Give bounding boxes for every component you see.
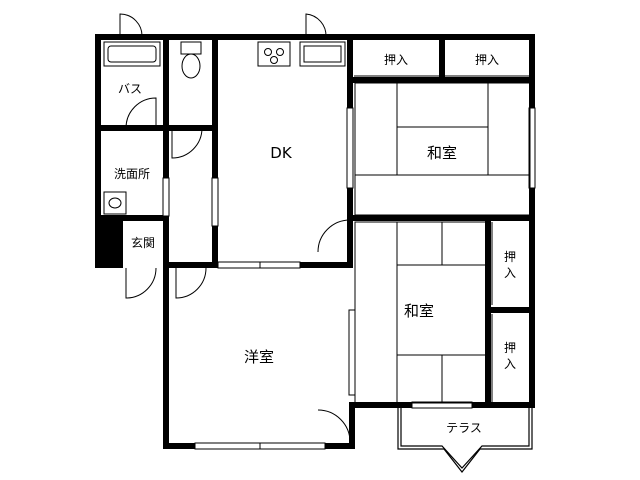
tatami-lines (354, 75, 531, 404)
windows (162, 107, 536, 450)
entrance-step (95, 218, 123, 268)
toilet-icon (180, 41, 202, 79)
room-label-japanese-top: 和室 (427, 144, 457, 162)
room-label-dk: DK (270, 144, 293, 162)
closet-label-right-lower-2: 入 (504, 357, 516, 371)
room-label-western: 洋室 (244, 348, 274, 366)
closet-label-top-right: 押入 (475, 53, 499, 67)
washbasin-icon (103, 191, 127, 215)
walls (95, 34, 535, 449)
terrace-outline (352, 404, 533, 473)
fixtures (103, 41, 346, 215)
closet-label-right-upper-1: 押 (504, 250, 516, 264)
room-label-entrance: 玄関 (131, 235, 155, 250)
room-label-washroom: 洗面所 (114, 167, 150, 181)
sink-icon (299, 41, 346, 67)
room-label-japanese-bottom: 和室 (404, 302, 434, 320)
closet-label-right-lower-1: 押 (504, 341, 516, 355)
closet-label-right-upper-2: 入 (504, 266, 516, 280)
closet-label-top-left: 押入 (384, 53, 408, 67)
room-label-bath: バス (118, 82, 142, 96)
doors (119, 13, 351, 443)
stove-icon (257, 41, 291, 67)
room-label-terrace: テラス (446, 421, 482, 435)
